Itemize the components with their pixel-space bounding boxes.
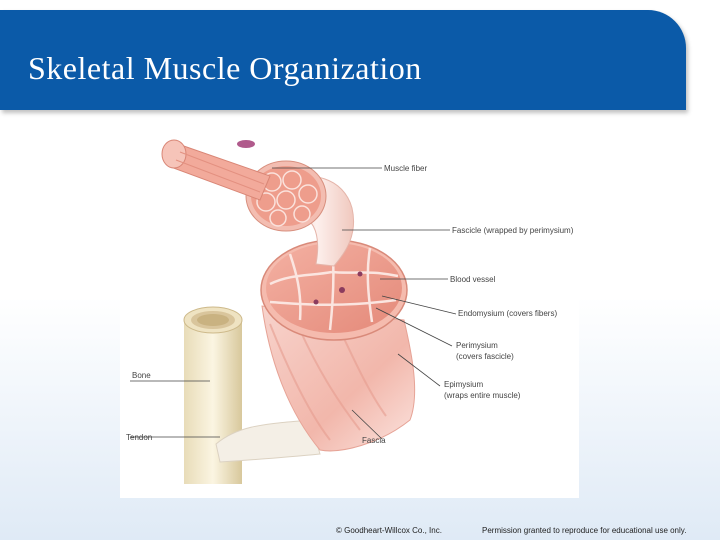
label-bone: Bone (132, 371, 151, 380)
label-tendon: Tendon (126, 433, 152, 442)
label-epimysium-note: (wraps entire muscle) (444, 391, 521, 400)
label-perimysium: Perimysium (456, 341, 498, 350)
label-blood-vessel: Blood vessel (450, 275, 496, 284)
title-banner: Skeletal Muscle Organization (0, 10, 686, 110)
label-muscle-fiber: Muscle fiber (384, 164, 427, 173)
muscle-diagram: Muscle fiber Fascicle (wrapped by perimy… (120, 124, 579, 498)
label-fascia: Fascia (362, 436, 386, 445)
label-endomysium: Endomysium (covers fibers) (458, 309, 557, 318)
label-epimysium: Epimysium (444, 380, 483, 389)
muscle-illustration: Muscle fiber Fascicle (wrapped by perimy… (120, 124, 579, 498)
label-perimysium-note: (covers fascicle) (456, 352, 514, 361)
label-fascicle: Fascicle (wrapped by perimysium) (452, 226, 574, 235)
slide-title: Skeletal Muscle Organization (28, 50, 422, 87)
copyright-notice: © Goodheart-Willcox Co., Inc. (336, 526, 442, 535)
muscle-fiber-shape (162, 140, 270, 200)
permission-notice: Permission granted to reproduce for educ… (482, 526, 686, 535)
